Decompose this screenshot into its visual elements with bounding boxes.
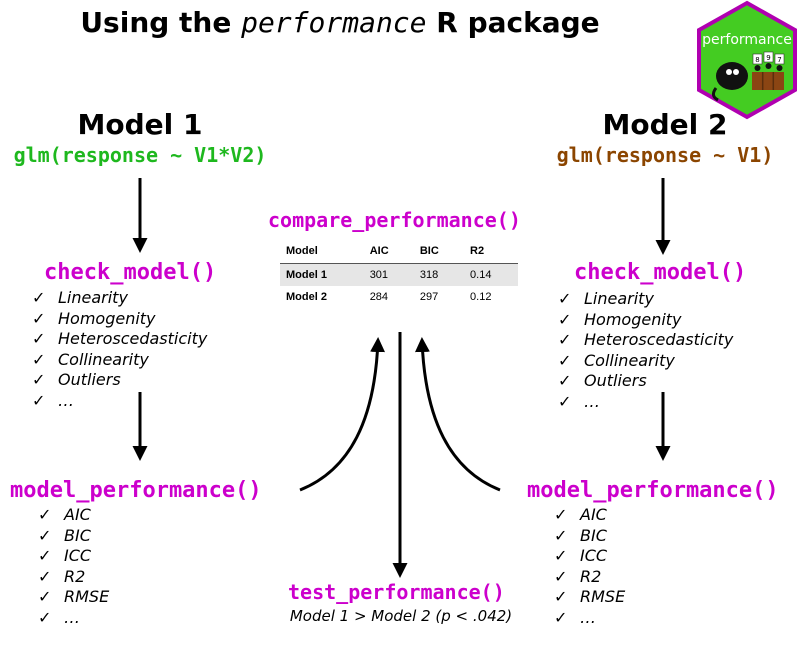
list-item: ✓Homogenity [32, 308, 156, 328]
model1-metrics-list: ✓AIC ✓BIC ✓ICC ✓R2 ✓RMSE ✓… [38, 505, 109, 628]
check-icon: ✓ [558, 391, 572, 411]
list-item: ✓… [558, 391, 600, 411]
check-icon: ✓ [558, 289, 572, 308]
model2-checks-list: ✓Linearity ✓Homogenity ✓Heteroscedastici… [558, 289, 733, 412]
model2-check-model-fn: check_model() [574, 260, 747, 285]
check-icon: ✓ [554, 566, 568, 586]
model1-model-performance-fn: model_performance() [10, 478, 262, 503]
list-item: ✓Linearity [558, 289, 654, 308]
list-item: ✓Outliers [558, 371, 647, 390]
title-suffix: R package [426, 6, 600, 39]
table-cell: 284 [369, 291, 389, 303]
page-title: Using the performance R package [0, 6, 680, 39]
list-item: ✓RMSE [38, 587, 110, 606]
check-icon: ✓ [32, 370, 46, 389]
list-item: ✓Heteroscedasticity [558, 330, 734, 349]
table-header-row: Model AIC BIC R2 [280, 240, 518, 264]
check-icon: ✓ [32, 308, 46, 328]
table-header: AIC [363, 240, 414, 264]
list-item: ✓R2 [38, 566, 86, 586]
list-item: ✓… [32, 390, 74, 410]
model1-check-model-fn: check_model() [44, 260, 217, 285]
model2-metrics-list: ✓AIC ✓BIC ✓ICC ✓R2 ✓RMSE ✓… [554, 505, 625, 628]
list-item: ✓AIC [38, 505, 91, 524]
list-item: ✓Collinearity [32, 349, 149, 369]
list-item: ✓… [38, 607, 80, 627]
logo-text: performance [702, 32, 792, 48]
list-item: ✓R2 [554, 566, 602, 586]
table-header: R2 [464, 240, 518, 264]
check-icon: ✓ [554, 505, 568, 524]
table-row: Model 1 301 318 0.14 [280, 263, 518, 286]
check-icon: ✓ [558, 350, 572, 370]
performance-hex-logo: performance 8 9 7 [694, 0, 800, 120]
list-item: ✓… [554, 607, 596, 627]
logo-digit-2: 9 [766, 54, 770, 62]
test-result-caption: Model 1 > Model 2 (p < .042) [289, 607, 513, 625]
check-icon: ✓ [558, 371, 572, 390]
check-icon: ✓ [38, 587, 52, 606]
check-icon: ✓ [32, 390, 46, 410]
list-item: ✓BIC [554, 525, 607, 545]
list-item: ✓ICC [38, 546, 92, 565]
table-cell: 297 [419, 291, 439, 303]
arrow-perf2-to-compare [414, 337, 501, 492]
check-icon: ✓ [554, 587, 568, 606]
table-header: Model [280, 240, 364, 264]
list-item: ✓Linearity [32, 288, 128, 307]
table-cell: 0.12 [470, 291, 492, 303]
title-emphasis: performance [241, 6, 427, 39]
check-icon: ✓ [32, 329, 46, 348]
list-item: ✓Homogenity [558, 309, 682, 329]
hex-logo-icon: performance 8 9 7 [697, 0, 797, 120]
list-item: ✓BIC [38, 525, 91, 545]
check-icon: ✓ [38, 525, 52, 545]
model1-label: Model 1 [77, 108, 203, 141]
list-item: ✓Outliers [32, 370, 121, 389]
model2-code: glm(response ~ V1) [556, 143, 774, 167]
logo-digit-1: 8 [755, 56, 759, 64]
check-icon: ✓ [554, 525, 568, 545]
check-icon: ✓ [554, 546, 568, 565]
check-icon: ✓ [38, 607, 52, 627]
list-item: ✓RMSE [554, 587, 626, 606]
check-icon: ✓ [38, 505, 52, 524]
model1-code: glm(response ~ V1*V2) [13, 143, 267, 167]
table-cell: Model 1 [280, 263, 364, 286]
model1-checks-list: ✓Linearity ✓Homogenity ✓Heteroscedastici… [32, 288, 207, 411]
test-performance-fn: test_performance() [288, 580, 505, 604]
check-icon: ✓ [38, 566, 52, 586]
check-icon: ✓ [558, 330, 572, 349]
check-icon: ✓ [32, 349, 46, 369]
list-item: ✓AIC [554, 505, 607, 524]
table-cell: 301 [363, 263, 414, 286]
table-row: Model 2 284 297 0.12 [280, 286, 518, 308]
check-icon: ✓ [558, 309, 572, 329]
model2-label: Model 2 [602, 108, 728, 141]
model2-model-performance-fn: model_performance() [527, 478, 779, 503]
table-cell: 318 [413, 263, 465, 286]
table-cell: 0.14 [464, 263, 518, 286]
logo-digit-3: 7 [777, 56, 781, 64]
check-icon: ✓ [554, 607, 568, 627]
compare-table: Model AIC BIC R2 Model 1 301 318 0.14 Mo… [280, 240, 518, 308]
list-item: ✓ICC [554, 546, 608, 565]
table-cell: Model 2 [286, 291, 327, 303]
title-prefix: Using the [80, 6, 242, 39]
list-item: ✓Heteroscedasticity [32, 329, 208, 348]
logo-podium-icon [752, 72, 784, 90]
check-icon: ✓ [38, 546, 52, 565]
compare-performance-fn: compare_performance() [268, 208, 521, 232]
list-item: ✓Collinearity [558, 350, 675, 370]
arrow-perf1-to-compare [299, 337, 386, 492]
logo-creature-icon [716, 62, 748, 90]
table-header: BIC [413, 240, 465, 264]
check-icon: ✓ [32, 288, 46, 307]
